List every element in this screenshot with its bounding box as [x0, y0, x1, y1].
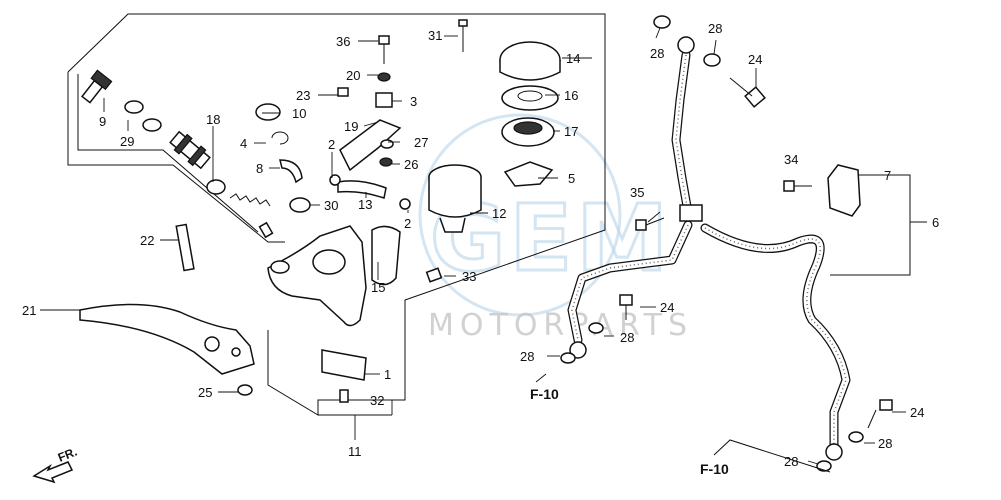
front-arrow-icon — [32, 461, 74, 484]
callout-24-mid: 24 — [660, 300, 674, 315]
callout-2b: 2 — [404, 216, 411, 231]
callout-28-top-left: 28 — [650, 46, 664, 61]
callout-labels: 36 31 14 20 23 10 3 16 9 18 4 19 27 17 2… — [22, 28, 580, 459]
callout-21: 21 — [22, 303, 36, 318]
piston-kit — [81, 69, 274, 239]
master-cylinder-body — [267, 225, 401, 381]
right-leader-lines — [535, 27, 906, 465]
callout-26: 26 — [404, 157, 418, 172]
brake-lever — [79, 303, 255, 375]
callout-10: 10 — [292, 106, 306, 121]
ref-f10-upper: F-10 — [530, 386, 559, 402]
callout-29: 29 — [120, 134, 134, 149]
callout-28-top: 28 — [708, 21, 722, 36]
callout-36: 36 — [336, 34, 350, 49]
callout-23: 23 — [296, 88, 310, 103]
callout-28-left: 28 — [520, 349, 534, 364]
reservoir-parts — [428, 41, 561, 233]
callout-1: 1 — [384, 367, 391, 382]
callout-24-top: 24 — [748, 52, 762, 67]
watermark-sub-text: MOTORPARTS — [428, 308, 693, 343]
callout-11: 11 — [348, 444, 362, 459]
callout-25: 25 — [198, 385, 212, 400]
front-direction-indicator: FR. — [32, 445, 79, 484]
callout-35: 35 — [630, 185, 644, 200]
callout-20: 20 — [346, 68, 360, 83]
callout-9: 9 — [99, 114, 106, 129]
callout-15: 15 — [371, 280, 385, 295]
reference-labels: F-10 F-10 — [530, 386, 729, 477]
callout-13: 13 — [358, 197, 372, 212]
callout-3: 3 — [410, 94, 417, 109]
callout-7: 7 — [884, 168, 891, 183]
callout-4: 4 — [240, 136, 247, 151]
callout-32: 32 — [370, 393, 384, 408]
callout-31: 31 — [428, 28, 442, 43]
callout-8: 8 — [256, 161, 263, 176]
leader-lines — [40, 35, 592, 401]
hose-hardware — [560, 15, 893, 473]
right-callout-labels: 28 28 24 34 7 35 6 24 28 28 24 28 28 — [520, 21, 939, 469]
callout-19: 19 — [344, 119, 358, 134]
callout-27: 27 — [414, 135, 428, 150]
front-label: FR. — [56, 445, 79, 465]
callout-12: 12 — [492, 206, 506, 221]
brake-hoses — [567, 36, 851, 461]
callout-16: 16 — [564, 88, 578, 103]
small-parts — [175, 19, 468, 403]
callout-17: 17 — [564, 124, 578, 139]
callout-30: 30 — [324, 198, 338, 213]
callout-5: 5 — [568, 171, 575, 186]
callout-2a: 2 — [328, 137, 335, 152]
callout-34: 34 — [784, 152, 798, 167]
callout-28-mid: 28 — [620, 330, 634, 345]
callout-18: 18 — [206, 112, 220, 127]
callout-24-bottom: 24 — [910, 405, 924, 420]
callout-22: 22 — [140, 233, 154, 248]
callout-28-lowest: 28 — [784, 454, 798, 469]
callout-14: 14 — [566, 51, 580, 66]
ref-f10-lower: F-10 — [700, 461, 729, 477]
callout-28-bottom: 28 — [878, 436, 892, 451]
callout-6: 6 — [932, 215, 939, 230]
watermark: GEM MOTORPARTS — [418, 113, 693, 343]
callout-33: 33 — [462, 269, 476, 284]
